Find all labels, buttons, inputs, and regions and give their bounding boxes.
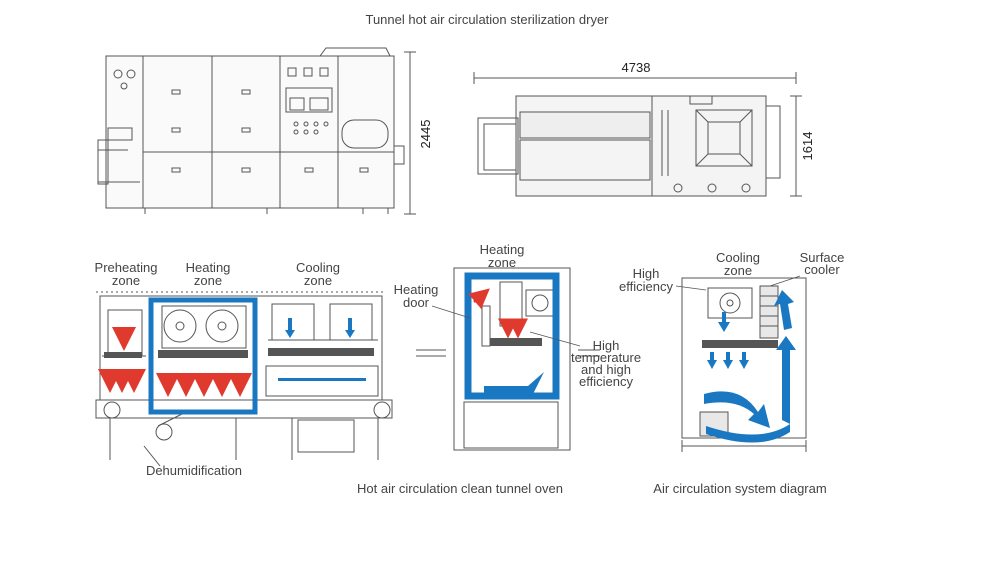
preheating-zone-label-2: zone	[112, 273, 140, 288]
heating-door-label-2: door	[403, 295, 430, 310]
front-elevation	[97, 47, 416, 215]
surface-cooler-label-2: cooler	[804, 262, 840, 277]
oven-caption: Hot air circulation clean tunnel oven	[357, 481, 563, 496]
height-dimension: 2445	[418, 120, 433, 149]
cooling-zone-label-1: Cooling	[296, 260, 340, 275]
oven-heating-zone-label-1: Heating	[480, 242, 525, 257]
oven-heating-zone-label-2: zone	[488, 255, 516, 270]
surface-cooler-label-1: Surface	[800, 250, 845, 265]
top-view	[473, 72, 802, 197]
air-cooling-zone-label-2: zone	[724, 263, 752, 278]
air-circulation-caption: Air circulation system diagram	[653, 481, 826, 496]
page-title: Tunnel hot air circulation sterilization…	[365, 12, 609, 27]
high-temp-label-2: temperature	[571, 350, 641, 365]
heating-zone-label-1: Heating	[186, 260, 231, 275]
high-temp-label-1: High	[593, 338, 620, 353]
length-dimension: 4738	[622, 60, 651, 75]
zones-schematic	[95, 291, 393, 467]
high-temp-label-4: efficiency	[579, 374, 633, 389]
cooling-zone-label-2: zone	[304, 273, 332, 288]
air-cooling-zone-label-1: Cooling	[716, 250, 760, 265]
heating-zone-label-2: zone	[194, 273, 222, 288]
oven-cross-section	[416, 267, 600, 451]
heating-door-label-1: Heating	[394, 282, 439, 297]
width-dimension: 1614	[800, 132, 815, 161]
air-circulation-diagram	[675, 275, 807, 452]
dehumidification-label: Dehumidification	[146, 463, 242, 478]
preheating-zone-label-1: Preheating	[95, 260, 158, 275]
high-temp-label-3: and high	[581, 362, 631, 377]
high-efficiency-label-1: High	[633, 266, 660, 281]
high-efficiency-label-2: efficiency	[619, 279, 673, 294]
